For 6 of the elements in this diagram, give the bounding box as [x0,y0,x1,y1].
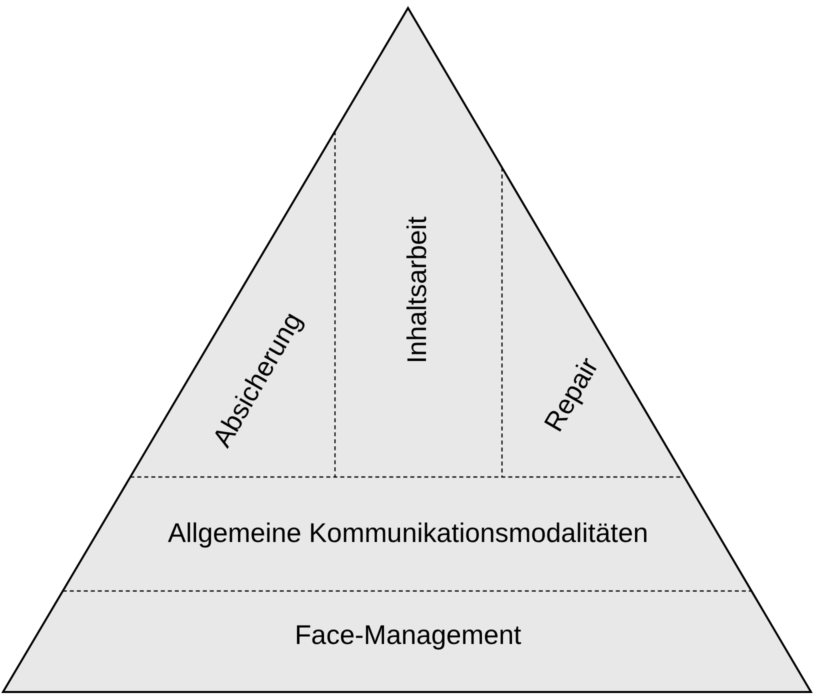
section-label: Allgemeine Kommunikationsmodalitäten [166,517,650,550]
pyramid-section [62,477,752,591]
section-label: Face-Management [294,619,522,652]
pyramid-section [3,591,811,692]
pyramid-section [335,8,502,477]
section-label: Inhaltsarbeit [401,216,434,364]
